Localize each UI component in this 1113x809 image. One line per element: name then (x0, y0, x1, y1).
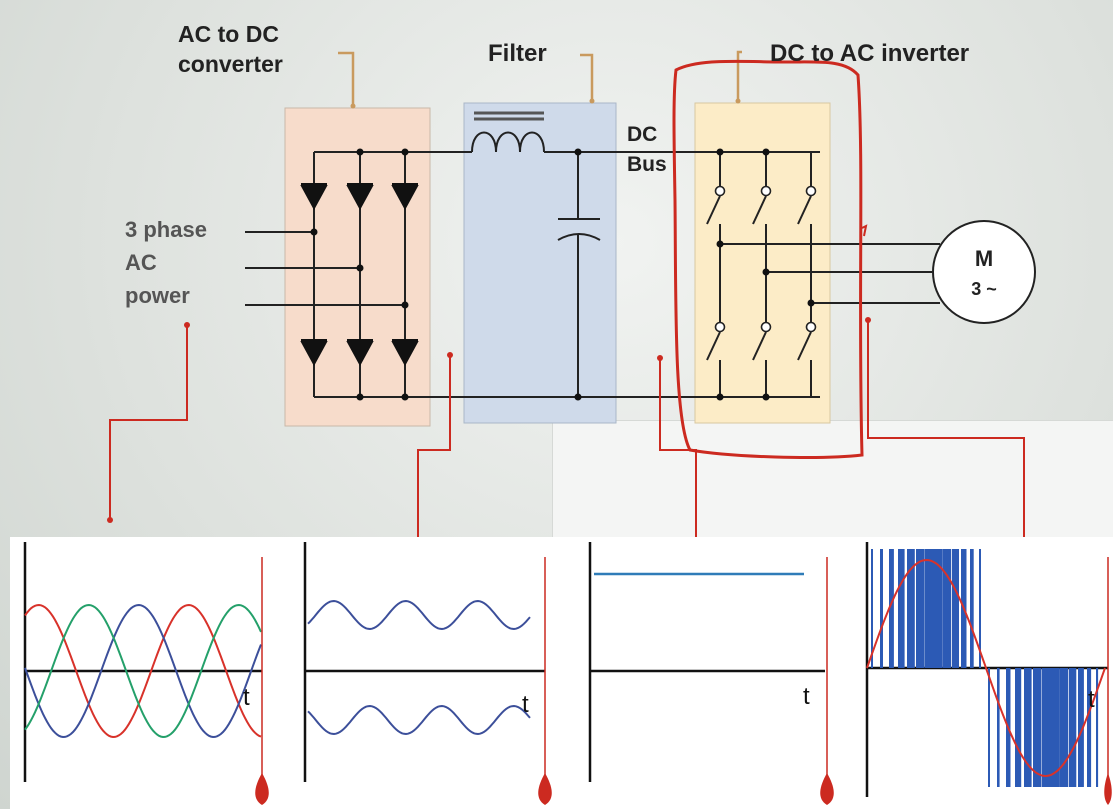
graph-dc: t (590, 542, 825, 782)
pwm-pulse-13 (988, 668, 990, 787)
rectifier-title-line2: converter (178, 49, 283, 79)
graph-three-phase-ac: t (25, 542, 262, 782)
ripple-negative (308, 706, 530, 734)
rectifier-title: AC to DC converter (178, 19, 283, 79)
graph1-t-label: t (243, 684, 250, 711)
dc-bus-line2: Bus (627, 150, 667, 180)
graph3-t-label: t (803, 683, 810, 710)
pwm-pulse-1 (880, 549, 883, 668)
dc-bus-line1: DC (627, 120, 667, 150)
graph2-t-label: t (522, 691, 529, 718)
pwm-pulse-14 (997, 668, 1000, 787)
input-line1: 3 phase (125, 213, 207, 246)
graph4-t-label: t (1088, 686, 1095, 713)
pwm-pulse-16 (1015, 668, 1021, 787)
rectifier-title-line1: AC to DC (178, 19, 283, 49)
graph-rectified: t (305, 542, 545, 782)
motor-line1: M (950, 244, 1018, 274)
pwm-pulse-18 (1033, 668, 1042, 787)
pwm-pulse-3 (898, 549, 905, 668)
inverter-title: DC to AC inverter (770, 40, 969, 68)
input-label: 3 phase AC power (125, 213, 207, 312)
pwm-pulse-11 (970, 549, 974, 668)
time-markers (262, 557, 1108, 792)
motor-label: M 3 ~ (950, 244, 1018, 304)
marker-drops (255, 773, 1112, 805)
pwm-pulse-6 (925, 549, 934, 668)
input-line2: AC (125, 246, 207, 279)
dc-bus-label: DC Bus (627, 120, 667, 180)
ripple-positive (308, 601, 530, 629)
waveform-graphs: t t t t (0, 537, 1113, 809)
filter-title: Filter (488, 40, 547, 68)
pwm-pulse-8 (943, 549, 951, 668)
pwm-pulse-9 (952, 549, 959, 668)
graph-pwm: t (867, 542, 1108, 797)
pwm-pulse-19 (1042, 668, 1051, 787)
pwm-pulse-7 (934, 549, 943, 668)
pwm-pulse-17 (1024, 668, 1032, 787)
input-line3: power (125, 279, 207, 312)
pwm-pulse-22 (1069, 668, 1076, 787)
pwm-pulse-5 (916, 549, 925, 668)
motor-line2: 3 ~ (950, 274, 1018, 304)
pwm-pulse-21 (1060, 668, 1068, 787)
